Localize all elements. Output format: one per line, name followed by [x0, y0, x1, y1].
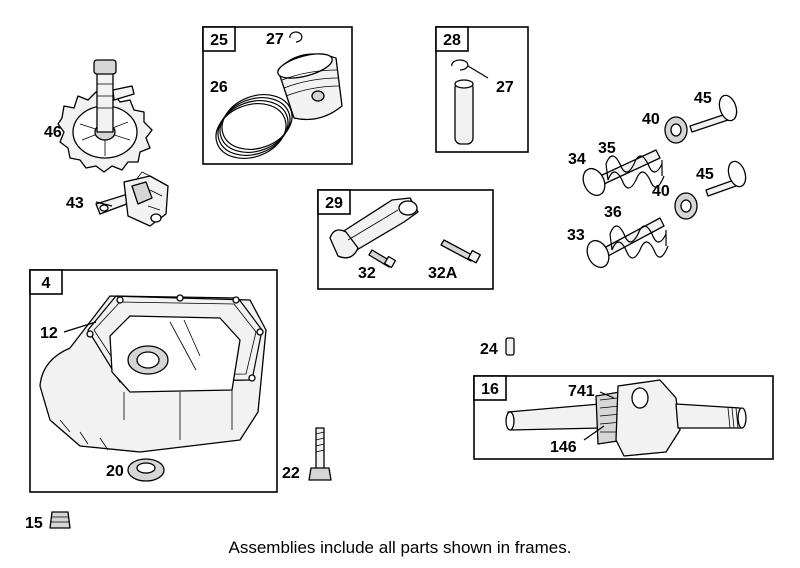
label-36: 36 — [604, 204, 622, 221]
part-15-plug — [49, 511, 71, 529]
label-27-piston: 27 — [266, 31, 284, 48]
leader-lines — [63, 201, 615, 441]
label-43: 43 — [66, 195, 84, 212]
frame-4-tag: 4 — [42, 275, 51, 292]
frame-4-crankcase-cover: 4 — [29, 269, 278, 493]
label-32a: 32A — [428, 265, 458, 282]
label-40-upper: 40 — [642, 111, 660, 128]
part-43-governor-bracket — [95, 171, 169, 227]
frame-29-tag: 29 — [325, 195, 343, 212]
label-33: 33 — [567, 227, 585, 244]
label-22: 22 — [282, 465, 300, 482]
label-34: 34 — [568, 151, 586, 168]
label-146: 146 — [550, 439, 577, 456]
label-45-lower: 45 — [696, 166, 714, 183]
label-15: 15 — [25, 515, 43, 532]
label-35: 35 — [598, 140, 616, 157]
label-26: 26 — [210, 79, 228, 96]
frame-28-wrist-pin: 28 — [435, 26, 529, 153]
label-46: 46 — [44, 124, 62, 141]
label-24: 24 — [480, 341, 498, 358]
label-741: 741 — [568, 383, 595, 400]
label-45-upper: 45 — [694, 90, 712, 107]
frame-29-connecting-rod: 29 — [317, 189, 494, 290]
frame-16-tag: 16 — [481, 381, 499, 398]
label-32: 32 — [358, 265, 376, 282]
part-46-governor-gear — [57, 59, 153, 173]
part-24-key — [505, 337, 515, 356]
caption: Assemblies include all parts shown in fr… — [228, 538, 572, 557]
frame-16-crankshaft: 16 — [473, 375, 774, 460]
frame-25-piston: 25 — [202, 26, 353, 165]
label-40-lower: 40 — [652, 183, 670, 200]
frame-25-tag: 25 — [210, 32, 228, 49]
frame-28-tag: 28 — [443, 32, 461, 49]
label-12: 12 — [40, 325, 58, 342]
valve-train-parts — [582, 94, 747, 269]
part-22-bolt — [308, 427, 332, 481]
label-27-pin: 27 — [496, 79, 514, 96]
label-20: 20 — [106, 463, 124, 480]
